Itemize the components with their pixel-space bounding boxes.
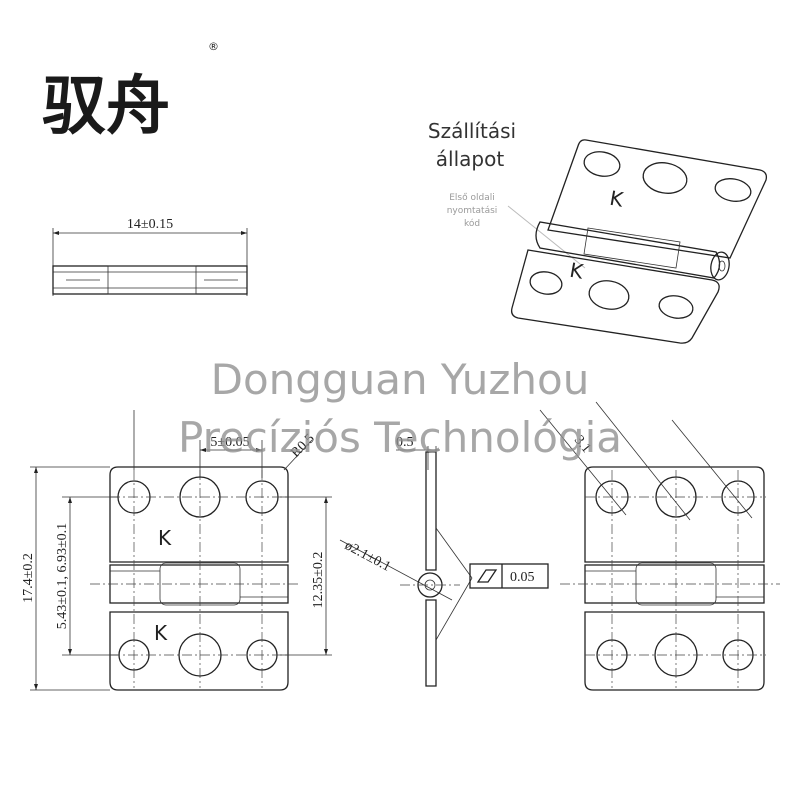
top-width-dim: 14±0.15 xyxy=(127,217,173,232)
front-view: K K 5±0.05 R0.5 17.4±0.2 5.43±0.1, 6.93±… xyxy=(21,410,332,691)
side-flatness-value: 0.05 xyxy=(510,570,535,585)
iso-mark-upper: K xyxy=(608,186,626,212)
front-mark-lower: K xyxy=(154,621,168,645)
iso-title-line2: állapot xyxy=(436,147,505,171)
iso-title-line1: Szállítási xyxy=(428,119,516,143)
top-view: 14±0.15 xyxy=(52,217,248,296)
brand-logo: 驭舟 ® xyxy=(42,40,219,144)
side-view: 0.5 ø2.1±0.1 0.05 xyxy=(339,435,549,687)
side-pin-dim: ø2.1±0.1 xyxy=(342,538,393,575)
registered-mark: ® xyxy=(208,40,219,53)
company-watermark: Dongguan Yuzhou Precíziós Technológia xyxy=(178,355,622,462)
front-hole-offset-dim: 5.43±0.1, 6.93±0.1 xyxy=(55,523,70,629)
iso-callout-line2: nyomtatási xyxy=(447,206,498,216)
side-thickness-dim: 0.5 xyxy=(396,435,414,450)
front-holes xyxy=(90,470,300,688)
watermark-line1: Dongguan Yuzhou xyxy=(211,355,590,404)
iso-callout-line3: kód xyxy=(464,218,480,229)
front-height-dim: 17.4±0.2 xyxy=(21,553,36,603)
watermark-line2: Precíziós Technológia xyxy=(178,413,622,462)
iso-callout-line1: Első oldali xyxy=(449,193,494,203)
iso-mark-lower: K xyxy=(568,258,586,284)
front-pin-height-dim: 12.35±0.2 xyxy=(311,552,326,609)
front-mark-upper: K xyxy=(158,526,172,550)
front-hole-pitch-dim: 5±0.05 xyxy=(210,435,249,450)
logo-text: 驭舟 xyxy=(42,69,170,144)
isometric-view: Szállítási állapot Első oldali nyomtatás… xyxy=(428,119,768,344)
